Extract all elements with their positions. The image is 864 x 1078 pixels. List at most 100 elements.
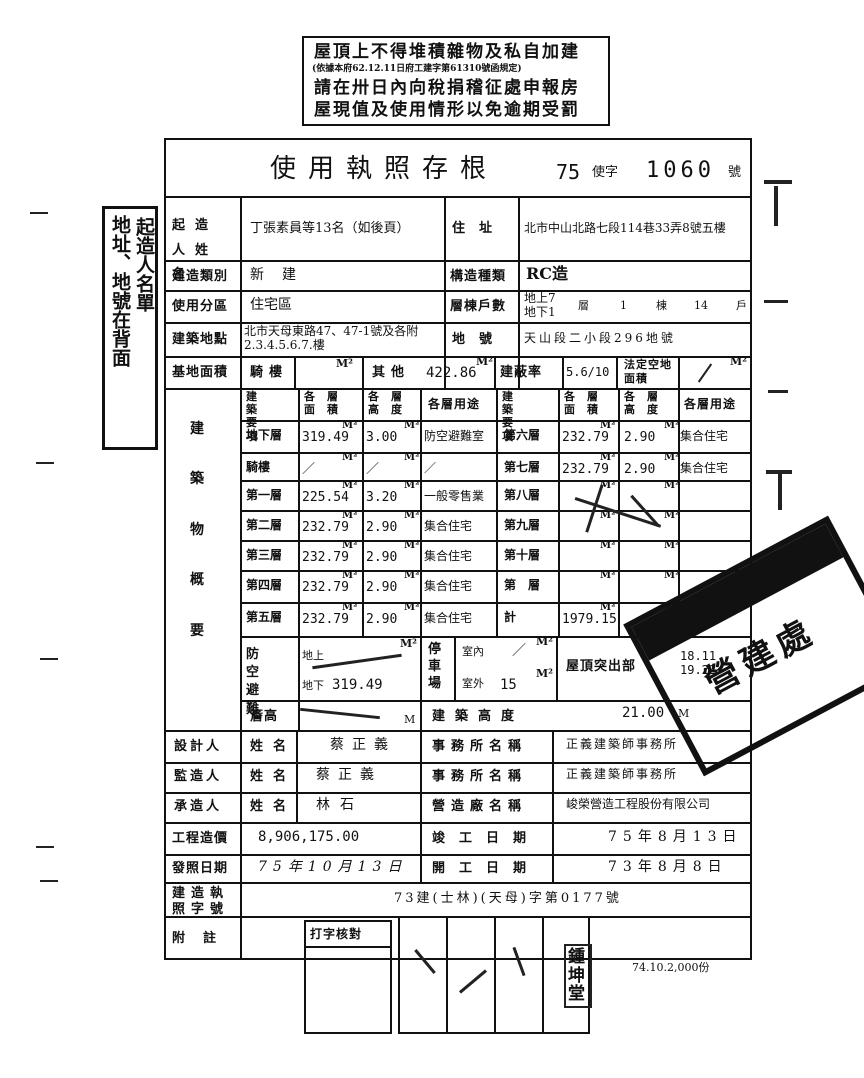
floor-area: 225.54 [302, 490, 349, 505]
eave-label: 簷高 [250, 709, 279, 724]
floors-label: 層棟戶數 [450, 299, 507, 314]
other-value: 422.86 [426, 365, 477, 381]
rule [518, 260, 520, 388]
rule [496, 388, 498, 636]
unit-label: M² [404, 420, 420, 431]
typing-check-box [304, 920, 392, 1034]
typing-check-label: 打字核對 [310, 927, 363, 941]
office-label: 事務所名稱 [432, 769, 528, 784]
households-value: 14 [694, 299, 708, 312]
unit-label: M² [404, 452, 420, 463]
margin-tick [36, 462, 54, 464]
site-value: 北市天母東路47、47-1號及各附2.3.4.5.6.7.樓 [244, 324, 419, 353]
margin-tick [40, 658, 58, 660]
header-use: 各層用途 [428, 397, 481, 411]
rule [304, 946, 392, 948]
rule [164, 388, 752, 390]
floor-name: 第二層 [246, 518, 283, 532]
other-label: 其他 [372, 365, 411, 380]
red-stamp: 鍾坤堂 [564, 944, 592, 1009]
lot-label: 地號 [452, 332, 507, 347]
floor-height: 2.90 [366, 580, 398, 595]
floor-height: 2.90 [366, 520, 398, 535]
building-summary-label: 建築物概要 [190, 421, 205, 639]
zoning-label: 使用分區 [172, 299, 229, 314]
rule [552, 730, 554, 882]
print-code: 74.10.2,000份 [632, 961, 710, 974]
designer-office: 正義建築師事務所 [566, 737, 679, 751]
cost-label: 工程造價 [172, 831, 229, 846]
permit-year: 75 [556, 160, 581, 184]
parking-indoor-label: 室內 [462, 645, 484, 658]
notice-line-4: 屋現值及使用情形以免逾期受罰 [314, 100, 580, 120]
height-value: 21.00 [622, 705, 665, 721]
rule [444, 196, 446, 388]
rule [558, 388, 560, 636]
unit-label: M² [404, 510, 420, 521]
floor-name: 第 層 [504, 578, 541, 592]
rule [362, 388, 364, 636]
rule [164, 730, 752, 732]
side-note-box: 起造人名單 地址、地號在背面 [102, 206, 158, 450]
shelter-below-value: 319.49 [332, 677, 383, 693]
start-label: 開工日期 [432, 861, 541, 876]
floor-area: ／ [302, 462, 316, 477]
floor-area: 232.79 [302, 520, 349, 535]
legal-open-label: 法定空地面積 [624, 358, 672, 386]
unit-label: M² [400, 637, 417, 650]
floor-name: 計 [504, 610, 517, 624]
side-note-col-2: 地址、地號在背面 [109, 215, 131, 367]
unit-label: M² [664, 570, 680, 581]
permit-type: 使字 [592, 165, 619, 180]
supervisor-label: 監造人 [174, 769, 223, 784]
unit-label: M² [600, 480, 616, 491]
floor-use: 集合住宅 [680, 429, 729, 443]
site-label: 建築地點 [172, 332, 229, 347]
zoning-value: 住宅區 [250, 297, 292, 313]
form-title: 使用執照存根 [270, 154, 499, 184]
floor-name: 第五層 [246, 610, 283, 624]
floor-area: 319.49 [302, 430, 349, 445]
header-height: 各層高度 [368, 390, 414, 417]
bleed-mark [774, 186, 778, 226]
eave-unit: M [404, 713, 416, 726]
floor-name: 第三層 [246, 548, 283, 562]
floor-use: 集合住宅 [680, 461, 729, 475]
bleed-mark [764, 300, 788, 303]
rule [678, 388, 680, 636]
rule [494, 356, 496, 388]
margin-tick [36, 846, 54, 848]
floor-height: 2.90 [366, 550, 398, 565]
right-edge-bleed [760, 170, 800, 830]
contractor-label: 承造人 [174, 799, 223, 814]
floor-area: 232.79 [302, 580, 349, 595]
unit-label: M² [476, 355, 493, 368]
margin-tick [30, 212, 48, 214]
owner-label: 起造人姓名 [172, 218, 219, 283]
floor-area: 232.79 [562, 430, 609, 445]
designer-label: 設計人 [174, 739, 223, 754]
unit-label: M² [536, 667, 553, 680]
permit-number-value: 73建(士林)(天母)字第0177號 [394, 891, 622, 906]
floor-height: 3.20 [366, 490, 398, 505]
floor-use: 集合住宅 [424, 611, 473, 625]
address-value: 北市中山北路七段114巷33弄8號五樓 [524, 221, 726, 235]
households-unit: 戶 [736, 299, 747, 312]
rule [240, 196, 242, 960]
permit-number-label: 建造執照字號 [172, 886, 230, 917]
unit-label: M² [342, 510, 358, 521]
rule [294, 356, 296, 388]
margin-tick [40, 880, 58, 882]
rule [678, 356, 680, 388]
floor-area: 1979.15 [562, 612, 617, 627]
rule [164, 260, 752, 262]
unit-label: M² [342, 452, 358, 463]
header-item-2: 建築要項 [502, 390, 527, 443]
rule [298, 388, 300, 636]
floor-name: 第八層 [504, 488, 541, 502]
rule [164, 854, 752, 856]
rule [164, 356, 752, 358]
rule [164, 882, 752, 884]
parking-indoor-value: ／ [512, 643, 526, 659]
header-area-2: 各層面積 [564, 390, 610, 417]
